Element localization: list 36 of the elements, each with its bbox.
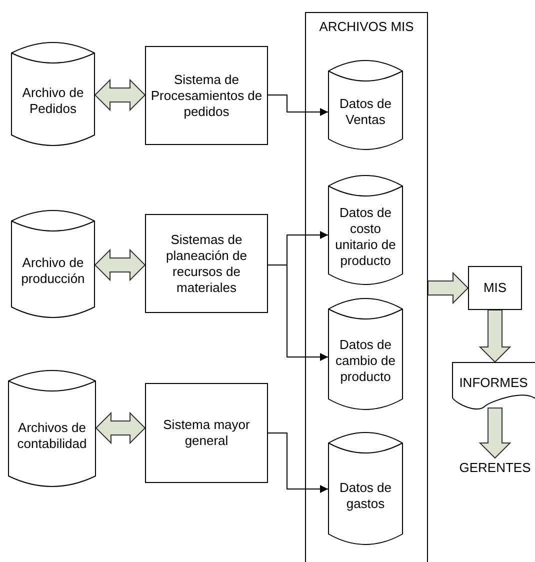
node-text: Archivos de contabilidad bbox=[16, 420, 88, 452]
connector-arrow bbox=[268, 94, 328, 116]
node-text: Sistema de Procesamientos de pedidos bbox=[150, 72, 264, 120]
double-block-arrow bbox=[94, 248, 146, 282]
block-arrow bbox=[428, 272, 469, 304]
node-text: Datos de costo unitario de producto bbox=[334, 205, 397, 269]
node-text: Sistemas de planeación de recursos de materiales bbox=[165, 232, 248, 296]
node-text: Datos de gastos bbox=[338, 480, 393, 512]
connector-arrow bbox=[268, 264, 328, 361]
node-label: GERENTES bbox=[459, 460, 531, 476]
node-text: Datos de Ventas bbox=[338, 96, 393, 128]
process-box bbox=[145, 383, 268, 483]
database-cylinder bbox=[328, 432, 403, 545]
block-arrow bbox=[478, 310, 512, 363]
node-text: MIS bbox=[483, 280, 507, 296]
process-box bbox=[468, 266, 522, 310]
block-arrow bbox=[478, 408, 512, 459]
database-cylinder bbox=[328, 298, 403, 410]
files-panel bbox=[305, 12, 428, 562]
connector-arrow bbox=[268, 432, 328, 493]
process-box bbox=[145, 46, 268, 145]
node-text: Sistema mayor general bbox=[162, 417, 251, 449]
database-cylinder bbox=[11, 210, 95, 318]
node-text: INFORMES bbox=[459, 375, 528, 391]
double-block-arrow bbox=[95, 412, 146, 444]
node-text: Datos de cambio de producto bbox=[334, 337, 396, 385]
database-cylinder bbox=[8, 370, 96, 487]
node-text: Archivo de Pedidos bbox=[21, 85, 85, 117]
node-text: Archivo de producción bbox=[20, 255, 86, 287]
double-block-arrow bbox=[94, 78, 146, 112]
report-document bbox=[452, 362, 535, 410]
database-cylinder bbox=[328, 175, 403, 285]
database-cylinder bbox=[11, 42, 95, 146]
panel-title: ARCHIVOS MIS bbox=[319, 19, 414, 35]
process-box bbox=[145, 214, 268, 313]
database-cylinder bbox=[328, 60, 403, 150]
